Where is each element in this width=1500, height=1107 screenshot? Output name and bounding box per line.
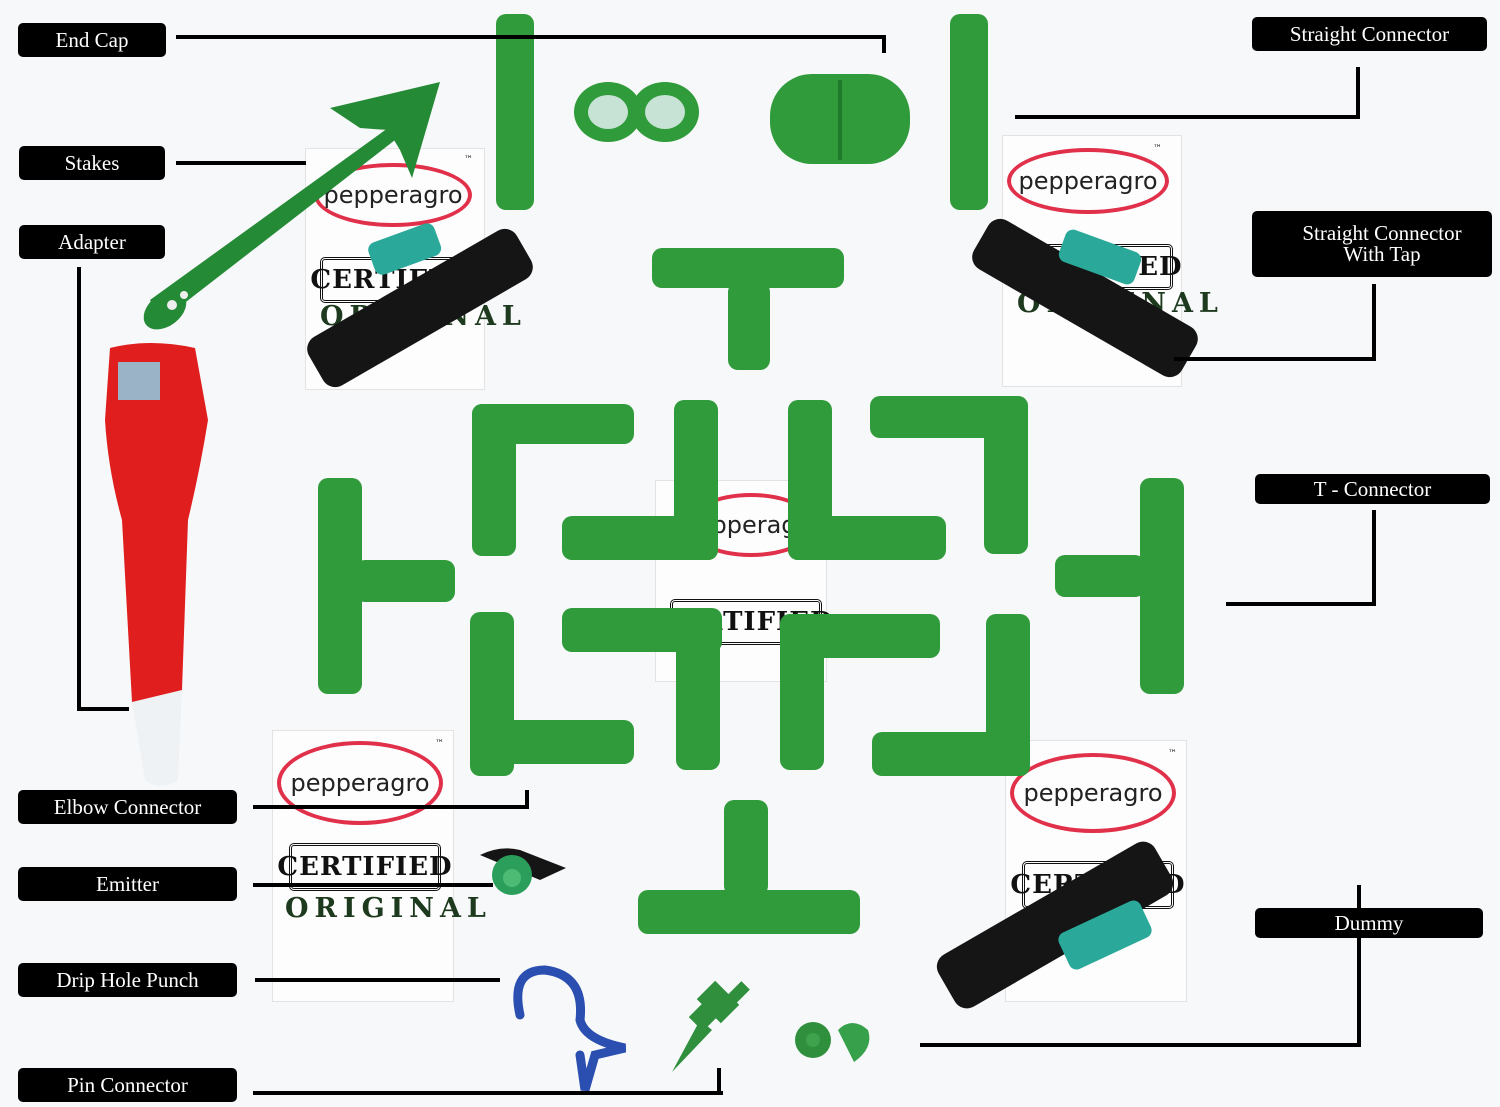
leader-line-pin-h bbox=[253, 1091, 723, 1095]
leader-line-elbow-v bbox=[525, 790, 529, 809]
label-drip-hole-punch: Drip Hole Punch bbox=[18, 963, 237, 997]
leader-line-straight-v bbox=[1356, 67, 1360, 119]
leader-line-t-h bbox=[1226, 602, 1376, 606]
leader-line-adapter-v bbox=[77, 267, 81, 711]
leader-line-tap-v bbox=[1372, 284, 1376, 361]
leader-line-end-cap bbox=[176, 35, 886, 39]
dummy-icon bbox=[795, 1022, 870, 1062]
trademark: ™ bbox=[1153, 144, 1162, 154]
brand-card-bottom-left: pepperagro ™ CERTIFIED ORIGINAL bbox=[272, 730, 486, 1002]
brand-logo: pepperagro bbox=[1007, 148, 1169, 214]
label-elbow-connector: Elbow Connector bbox=[18, 790, 237, 824]
emitter-icon bbox=[480, 848, 566, 895]
t-connector-icon bbox=[318, 248, 1184, 934]
leader-line-tap-h bbox=[1174, 357, 1376, 361]
label-straight-connector-with-tap: Straight Connector With Tap bbox=[1252, 211, 1492, 277]
brand-name: pepperagro bbox=[1018, 167, 1158, 195]
certified-badge: CERTIFIED bbox=[277, 843, 452, 891]
label-pin-connector: Pin Connector bbox=[18, 1068, 237, 1102]
leader-line-pin-v bbox=[717, 1068, 721, 1095]
trademark: ™ bbox=[464, 155, 473, 165]
straight-connector-icon bbox=[496, 14, 988, 210]
leader-line-t-v bbox=[1372, 510, 1376, 606]
leader-line-elbow-h bbox=[253, 805, 529, 809]
leader-line-straight-h bbox=[1015, 115, 1360, 119]
leader-line-stakes bbox=[176, 161, 306, 165]
label-tap-line2: With Tap bbox=[1343, 242, 1421, 266]
pin-connector-icon bbox=[672, 980, 750, 1072]
label-t-connector: T - Connector bbox=[1255, 474, 1490, 504]
straight-connector-with-tap-icon bbox=[307, 218, 1198, 1009]
label-straight-connector: Straight Connector bbox=[1252, 17, 1487, 51]
brand-name: pepperagro bbox=[290, 769, 430, 797]
label-dummy: Dummy bbox=[1255, 908, 1483, 938]
leader-line-dummy-h bbox=[920, 1043, 1361, 1047]
elbow-connector-icon bbox=[470, 396, 1030, 776]
trademark: ™ bbox=[435, 739, 444, 749]
end-cap-icon bbox=[574, 74, 910, 164]
original-text: ORIGINAL bbox=[285, 893, 492, 924]
adapter-icon bbox=[105, 343, 208, 786]
leader-line-emitter bbox=[253, 883, 493, 887]
brand-name: pepperagro bbox=[1023, 779, 1163, 807]
drip-hole-punch-icon bbox=[513, 965, 627, 1092]
label-stakes: Stakes bbox=[19, 146, 165, 180]
leader-line-end-cap-drop bbox=[882, 35, 886, 53]
label-adapter: Adapter bbox=[19, 225, 165, 259]
brand-logo: pepperagro bbox=[1010, 753, 1176, 833]
leader-line-adapter-h bbox=[77, 707, 129, 711]
stake-icon bbox=[143, 82, 440, 330]
label-end-cap: End Cap bbox=[18, 23, 166, 57]
brand-name: pepperagro bbox=[323, 181, 463, 209]
trademark: ™ bbox=[1168, 749, 1177, 759]
label-tap-line1: Straight Connector bbox=[1302, 221, 1462, 245]
brand-logo: pepperagro bbox=[277, 741, 443, 825]
leader-line-punch bbox=[255, 978, 500, 982]
label-emitter: Emitter bbox=[18, 867, 237, 901]
leader-line-dummy-v bbox=[1357, 885, 1361, 1047]
